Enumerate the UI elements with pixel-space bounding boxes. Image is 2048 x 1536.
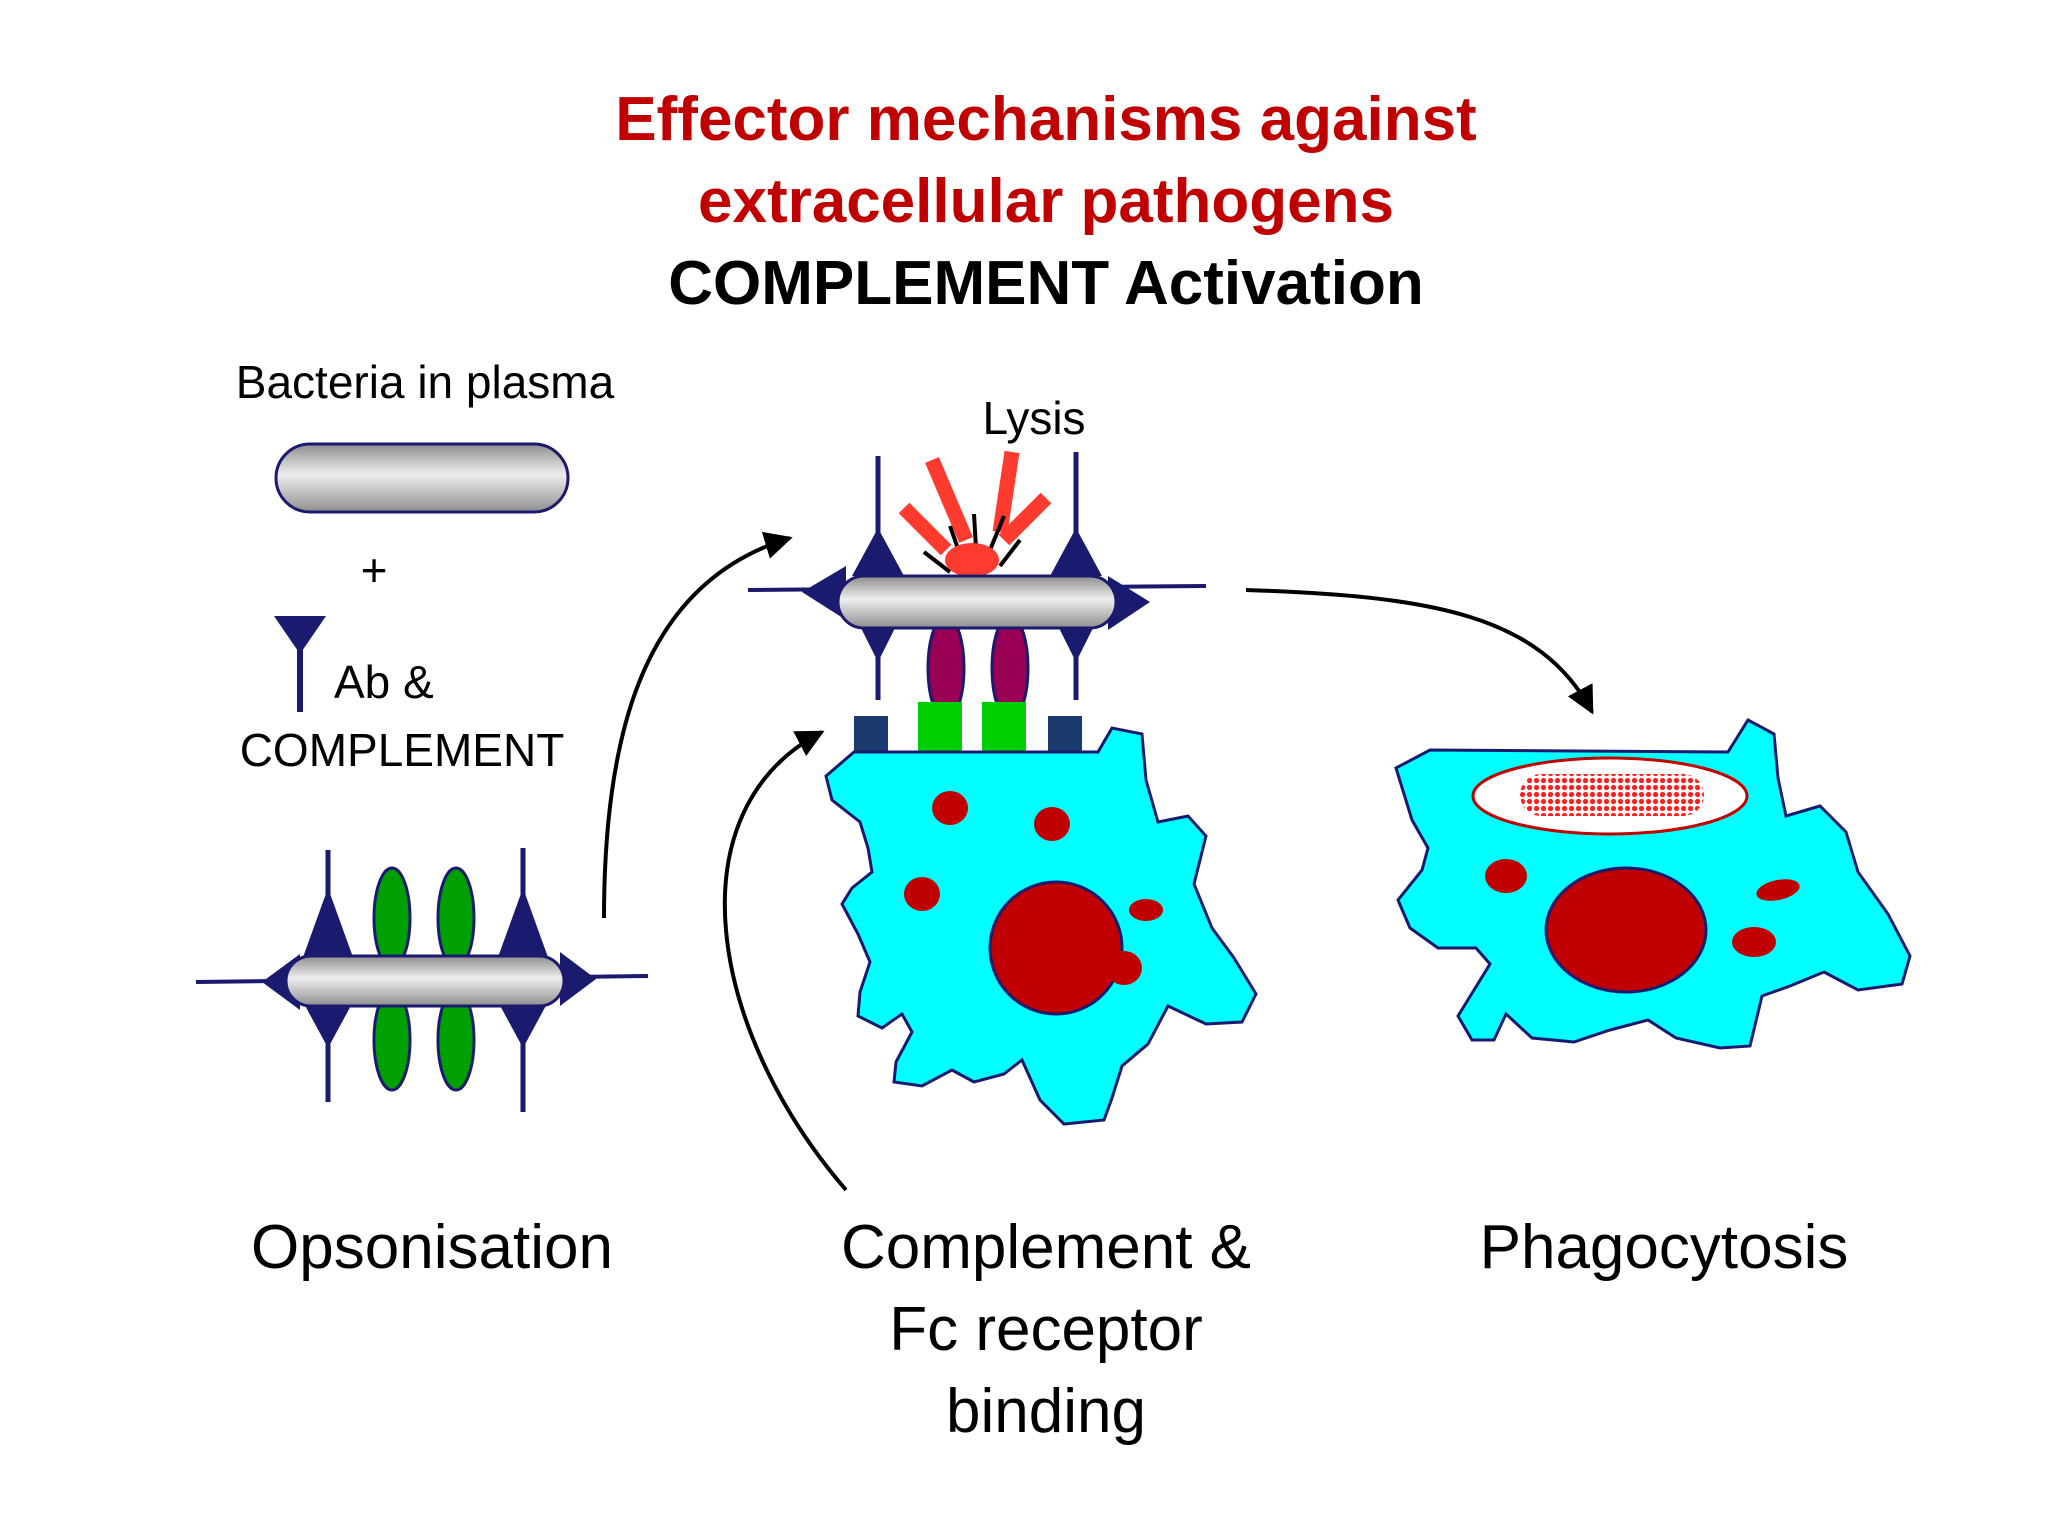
opsonisation-label: Opsonisation (251, 1213, 613, 1282)
arrow-to-phagocytosis (1245, 588, 1594, 715)
phagocyte-engulfing-cell (1394, 718, 1912, 1050)
phagocytosis-label: Phagocytosis (1480, 1213, 1849, 1282)
ab-label: Ab & (334, 656, 434, 708)
receptor-label-line-2: Fc receptor (889, 1295, 1203, 1364)
title-line-1: Effector mechanisms against (615, 85, 1476, 154)
plus-sign: + (361, 544, 388, 596)
antibody-icon (274, 616, 326, 712)
arrow-to-receptors (722, 730, 848, 1192)
title-line-3: COMPLEMENT Activation (668, 249, 1424, 318)
phagocyte-receptor-cell (824, 726, 1258, 1126)
lysis-label: Lysis (982, 392, 1085, 444)
bacteria-label: Bacteria in plasma (236, 356, 615, 408)
receptor-label-line-1: Complement & (841, 1213, 1251, 1282)
receptor-bound-bacterium (747, 452, 1207, 722)
complement-label: COMPLEMENT (240, 724, 565, 776)
opsonised-bacterium (195, 848, 649, 1112)
cell-receptors (854, 702, 1082, 752)
receptor-label-line-3: binding (946, 1377, 1146, 1446)
title-line-2: extracellular pathogens (698, 167, 1394, 236)
bacterium (274, 442, 570, 514)
lysis-burst (898, 450, 1052, 577)
arrow-to-lysis (602, 531, 793, 919)
